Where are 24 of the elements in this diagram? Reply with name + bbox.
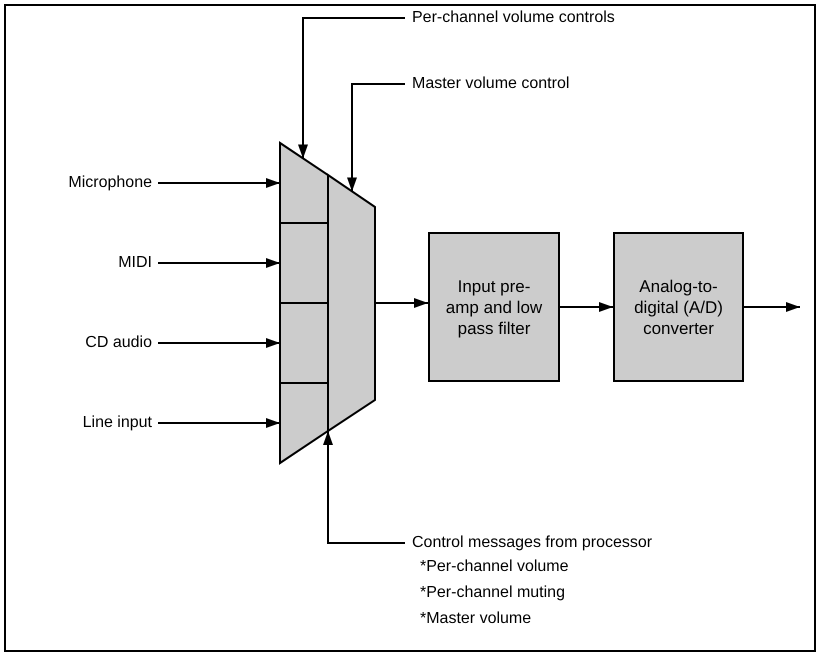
callout-label: Control messages from processor <box>412 533 652 553</box>
process-box <box>613 232 744 382</box>
arrow <box>158 418 280 428</box>
box-label: Input pre-amp and low pass filter <box>444 276 544 338</box>
callout-label: *Per-channel volume <box>420 557 569 577</box>
input-label: Microphone <box>68 173 152 193</box>
arrow <box>375 298 428 308</box>
process-box <box>428 232 560 382</box>
box-label: Analog-to-digital (A/D) converter <box>633 276 724 338</box>
arrow <box>298 17 405 158</box>
arrow <box>158 258 280 268</box>
arrow <box>323 431 405 544</box>
arrow <box>158 178 280 188</box>
callout-label: Per-channel volume controls <box>412 8 615 28</box>
arrow <box>560 302 613 312</box>
input-label: CD audio <box>85 333 152 353</box>
arrow <box>158 338 280 348</box>
callout-label: *Per-channel muting <box>420 583 565 603</box>
callout-label: *Master volume <box>420 609 532 629</box>
input-label: MIDI <box>118 253 152 273</box>
output-arrow <box>744 302 800 312</box>
callout-label: Master volume control <box>412 74 570 94</box>
arrow <box>347 83 405 192</box>
input-label: Line input <box>82 413 152 433</box>
